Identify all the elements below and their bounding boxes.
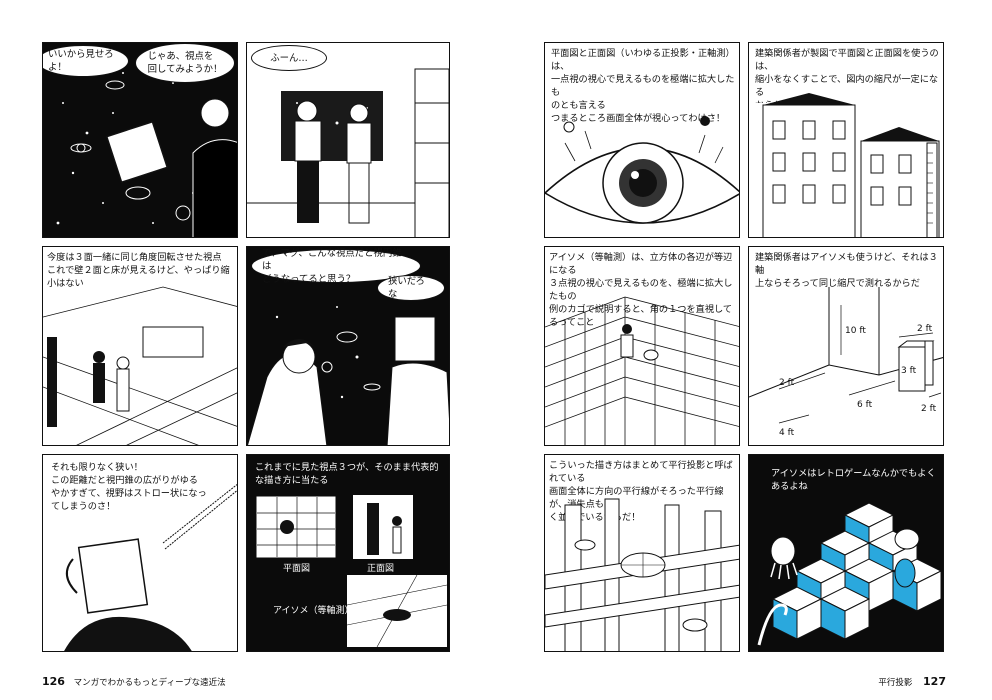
- building-illustration: [749, 93, 943, 237]
- book-title: マンガでわかるもっとディープな遠近法: [73, 678, 226, 688]
- room-dimension-illustration: 10 ft 2 ft 2 ft 3 ft 6 ft 4 ft 2 ft: [749, 287, 943, 438]
- panel-straw-view: それも限りなく狭い！ この距離だと視円錐の広がりがゆる やかすぎて、視野はストロ…: [42, 454, 238, 652]
- speech-bubble-1: いいから見せろよ！: [43, 45, 129, 77]
- label-plan-view: 平面図: [283, 564, 311, 574]
- dim-2ft-top: 2 ft: [917, 324, 933, 334]
- panel-three-views: これまでに見た視点３つが、そのまま代表的 な描き方に当たる 平面図 正面図 アイ…: [246, 454, 450, 652]
- caption-rotated-view: 今度は３面一緒に同じ角度回転させた視点 これで壁２面と床が見えるけど、やっぱり縮…: [47, 252, 230, 289]
- panel-space-scene: いいから見せろよ！ じゃあ、視点を 回してみようか！: [42, 42, 238, 238]
- caption-orthographic: 平面図と正面図（いわゆる正投影・正軸測）は、 一点視の視心で見えるものを極端に拡…: [551, 48, 735, 124]
- eye-illustration: [545, 116, 739, 224]
- dim-3ft: 3 ft: [901, 366, 917, 376]
- section-title: 平行投影: [878, 678, 913, 688]
- panel-pipes: こういった描き方はまとめて平行投影と呼ばれている 画面全体に方向の平行線がそろっ…: [544, 454, 740, 652]
- left-footer: 126 マンガでわかるもっとディープな遠近法: [42, 675, 226, 688]
- pipes-illustration: [545, 498, 739, 651]
- right-footer: 平行投影 127: [878, 675, 946, 688]
- caption-narrow-cone: それも限りなく狭い！ この距離だと視円錐の広がりがゆる やかすぎて、視野はストロ…: [51, 462, 207, 512]
- speech-bubble-5: 狭いだろな: [377, 275, 445, 301]
- three-views-illustration: [256, 495, 448, 648]
- space-illustration: [56, 72, 237, 237]
- blackboard-illustration: [247, 68, 449, 237]
- panel-eye: 平面図と正面図（いわゆる正投影・正軸測）は、 一点視の視心で見えるものを極端に拡…: [544, 42, 740, 238]
- right-page: 平面図と正面図（いわゆる正投影・正軸測）は、 一点視の視心で見えるものを極端に拡…: [496, 0, 992, 700]
- retro-blocks-illustration: [757, 502, 943, 646]
- straw-illustration: [64, 483, 237, 651]
- caption-measurement: 建築関係者はアイソメも使うけど、それは３軸 上ならそろって同じ縮尺で測れるからだ: [755, 252, 938, 289]
- dim-2ft-wall: 2 ft: [779, 378, 795, 388]
- page-number-right: 127: [923, 675, 946, 688]
- page-number-left: 126: [42, 675, 65, 688]
- speech-bubble-3: ふーん…: [251, 45, 327, 71]
- iso-grid-illustration: [545, 296, 739, 445]
- caption-retro-game: アイソメはレトロゲームなんかでもよく あるよね: [771, 468, 936, 492]
- panel-room-scene: 今度は３面一緒に同じ角度回転させた視点 これで壁２面と床が見えるけど、やっぱり縮…: [42, 246, 238, 446]
- panel-building: 建築関係者が製図で平面図と正面図を使うのは、 縮小をなくすことで、図内の縮尺が一…: [748, 42, 944, 238]
- dim-10ft: 10 ft: [845, 326, 866, 336]
- caption-three-views: これまでに見た視点３つが、そのまま代表的 な描き方に当たる: [255, 462, 439, 486]
- panel-retro-game: アイソメはレトロゲームなんかでもよく あるよね: [748, 454, 944, 652]
- dim-2ft-bottom: 2 ft: [921, 404, 937, 414]
- left-page: いいから見せろよ！ じゃあ、視点を 回してみようか！ ふーん… 今度は３面一緒に…: [42, 42, 450, 688]
- panel-blackboard-scene: ふーん…: [246, 42, 450, 238]
- speech-bubble-4: で、マグ、こんな視点だと視円錐は どうなってると思う？: [251, 248, 421, 285]
- panel-space-talk: で、マグ、こんな視点だと視円錐は どうなってると思う？ 狭いだろな: [246, 246, 450, 446]
- label-front-elevation: 正面図: [367, 564, 395, 574]
- panel-dimensions: 建築関係者はアイソメも使うけど、それは３軸 上ならそろって同じ縮尺で測れるからだ: [748, 246, 944, 446]
- panel-isometric-cube: アイソメ（等軸測）は、立方体の各辺が等辺になる ３点視の視心で見えるものを、極端…: [544, 246, 740, 446]
- dim-6ft: 6 ft: [857, 400, 873, 410]
- label-isometric: アイソメ（等軸測）: [273, 606, 354, 616]
- caption-isometric: アイソメ（等軸測）は、立方体の各辺が等辺になる ３点視の視心で見えるものを、極端…: [549, 252, 733, 328]
- space-talk-illustration: [247, 306, 449, 445]
- room-illustration: [43, 286, 237, 445]
- speech-bubble-2: じゃあ、視点を 回してみようか！: [135, 43, 235, 83]
- dim-4ft: 4 ft: [779, 428, 795, 438]
